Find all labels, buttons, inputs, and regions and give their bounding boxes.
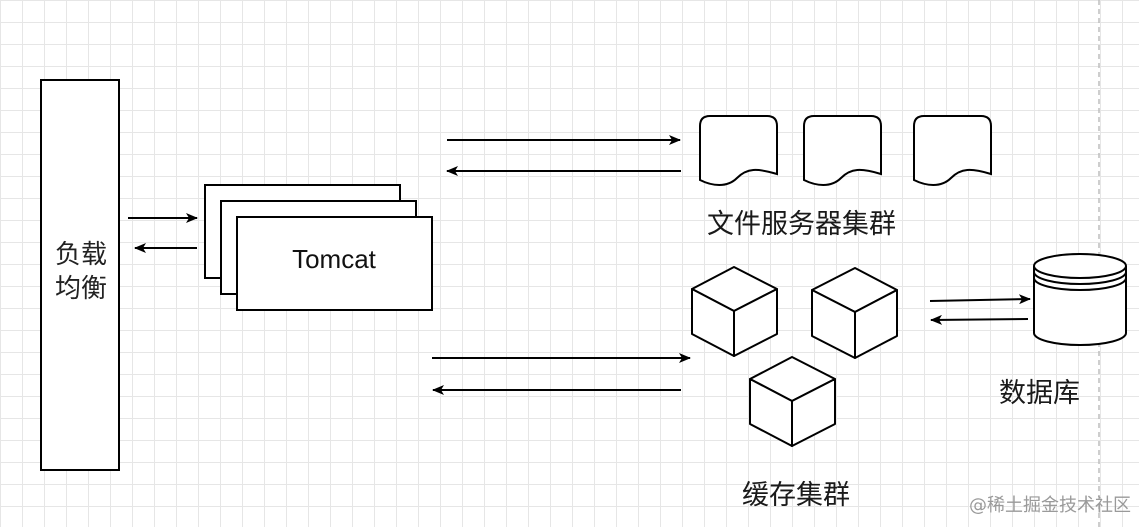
file-server-icons [699,115,992,186]
tomcat-stack[interactable] [204,184,433,311]
database-label: 数据库 [999,378,1080,409]
cylinder-icon[interactable] [1033,253,1127,346]
tomcat-box-front [236,216,433,311]
cache-cluster-label: 缓存集群 [742,480,850,511]
load-balancer-label-line1: 负载 [54,240,107,270]
cube-icon [811,267,898,359]
cache-cubes [691,266,898,447]
document-icon [699,115,778,186]
watermark: @稀土掘金技术社区 [969,495,1131,516]
load-balancer-label-line2: 均衡 [54,274,107,304]
arrow-cache-to-database [929,294,1031,305]
cube-icon [691,266,778,357]
load-balancer-box[interactable] [40,79,120,471]
file-cluster-label: 文件服务器集群 [707,209,896,240]
document-icon [803,115,882,186]
load-balancer-label: 负载 均衡 [43,238,119,306]
arrow-database-to-cache [930,314,1029,325]
cube-icon [749,356,836,447]
document-icon [913,115,992,186]
tomcat-label: Tomcat [292,244,376,274]
